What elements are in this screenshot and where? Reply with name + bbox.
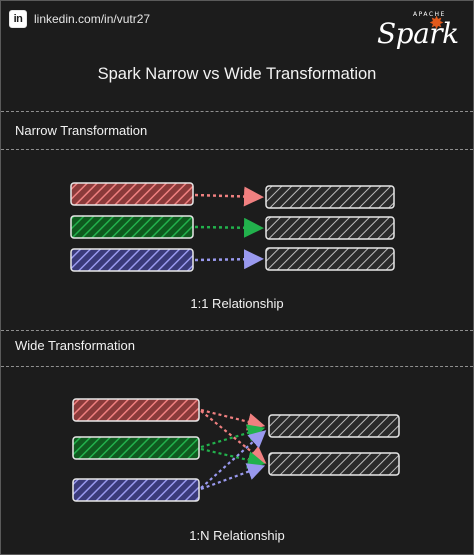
divider-narrow: [1, 149, 473, 150]
wide-source-partition-green: [72, 436, 200, 460]
linkedin-url[interactable]: linkedin.com/in/vutr27: [34, 12, 151, 26]
narrow-target-partition-3: [265, 247, 395, 271]
wide-arrow-green-to-2: [200, 447, 266, 469]
narrow-arrow-blue: [194, 249, 264, 270]
divider-wide: [1, 366, 473, 367]
page-title: Spark Narrow vs Wide Transformation: [97, 65, 377, 83]
logo-spark-text: Spark: [377, 17, 459, 50]
narrow-target-partition-2: [265, 216, 395, 240]
logo-apache-text: APACHE: [413, 11, 446, 18]
wide-source-partition-blue: [72, 478, 200, 502]
linkedin-icon: in: [9, 10, 27, 28]
wide-arrow-blue-to-2: [200, 463, 266, 491]
narrow-section-label: Narrow Transformation: [15, 123, 148, 138]
narrow-source-partition-red: [70, 182, 194, 206]
narrow-arrow-red: [194, 186, 264, 207]
wide-arrow-green-to-1: [200, 424, 266, 449]
narrow-arrow-green: [194, 217, 264, 238]
wide-target-partition-2: [268, 452, 400, 476]
narrow-relationship-label: 1:1 Relationship: [190, 296, 284, 311]
wide-arrow-red-to-1: [200, 408, 266, 431]
wide-arrow-blue-to-1: [200, 430, 267, 489]
spark-star-icon: ✸: [429, 13, 445, 33]
divider-top: [1, 111, 473, 112]
wide-target-partition-1: [268, 414, 400, 438]
wide-section-label: Wide Transformation: [15, 338, 135, 353]
narrow-source-partition-blue: [70, 248, 194, 272]
wide-relationship-label: 1:N Relationship: [189, 528, 285, 543]
wide-source-partition-red: [72, 398, 200, 422]
apache-spark-logo: APACHE Spark ✸: [377, 9, 459, 50]
narrow-source-partition-green: [70, 215, 194, 239]
divider-middle: [1, 330, 473, 331]
narrow-target-partition-1: [265, 185, 395, 209]
linkedin-link[interactable]: in linkedin.com/in/vutr27: [9, 9, 150, 29]
